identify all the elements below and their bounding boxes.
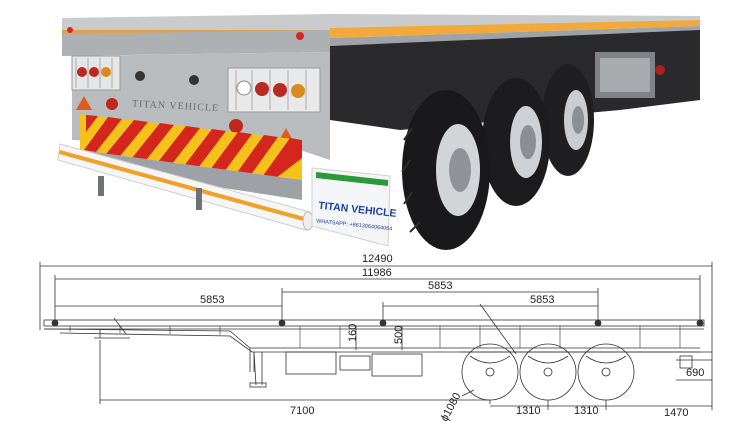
dim-rear-bumper-height: 690 — [686, 367, 704, 379]
rear-panel-brand-text: TITAN VEHICLE — [132, 99, 220, 115]
twistlocks — [51, 319, 704, 327]
suspension — [460, 351, 712, 369]
dim-frame-height: 500 — [393, 326, 405, 344]
rear-marker-lamp — [296, 32, 304, 40]
dim-overall-length: 12490 — [362, 253, 393, 265]
rear-hazard-stripe — [80, 114, 302, 180]
reverse-lamp — [135, 71, 145, 81]
kingpin — [94, 317, 130, 339]
dim-deck-length: 11986 — [362, 267, 392, 279]
main-beam — [43, 328, 700, 349]
dimension-labels: 12490 11986 5853 5853 5853 160 500 7100 … — [200, 253, 704, 421]
right-tail-light-cluster — [227, 67, 321, 113]
mudflap: TITAN VEHICLE WHATSAPP: +8613064064064 — [311, 167, 397, 247]
dim-rear-overhang: 1470 — [664, 407, 688, 419]
left-tail-light-cluster — [71, 55, 121, 91]
deck-top — [62, 14, 700, 34]
rear-deck-end — [62, 30, 330, 56]
toolbox — [285, 351, 337, 375]
trailer-photo: TITAN VEHICLE — [57, 14, 700, 250]
fog-lamp-right — [229, 119, 243, 133]
dim-twistlock-rear: 5853 — [530, 294, 554, 306]
rear-bumper — [57, 143, 314, 231]
dim-kingpin-to-axle: 7100 — [290, 405, 314, 417]
rear-wheel-set — [401, 64, 594, 250]
dim-axle-spacing-1: 1310 — [516, 405, 540, 417]
dim-twistlock-middle: 5853 — [428, 280, 452, 292]
landing-gear — [249, 351, 267, 388]
warning-triangle-left — [76, 96, 92, 110]
dim-deck-height: 160 — [347, 324, 359, 342]
dim-twistlock-front: 5853 — [200, 294, 224, 306]
side-view-drawing — [39, 262, 713, 410]
fog-lamp-left — [106, 98, 118, 110]
deck-side-rail — [330, 20, 700, 38]
dim-wheel-diameter: ϕ1080 — [439, 391, 464, 421]
dim-axle-spacing-2: 1310 — [574, 405, 598, 417]
deck-profile — [43, 319, 705, 327]
